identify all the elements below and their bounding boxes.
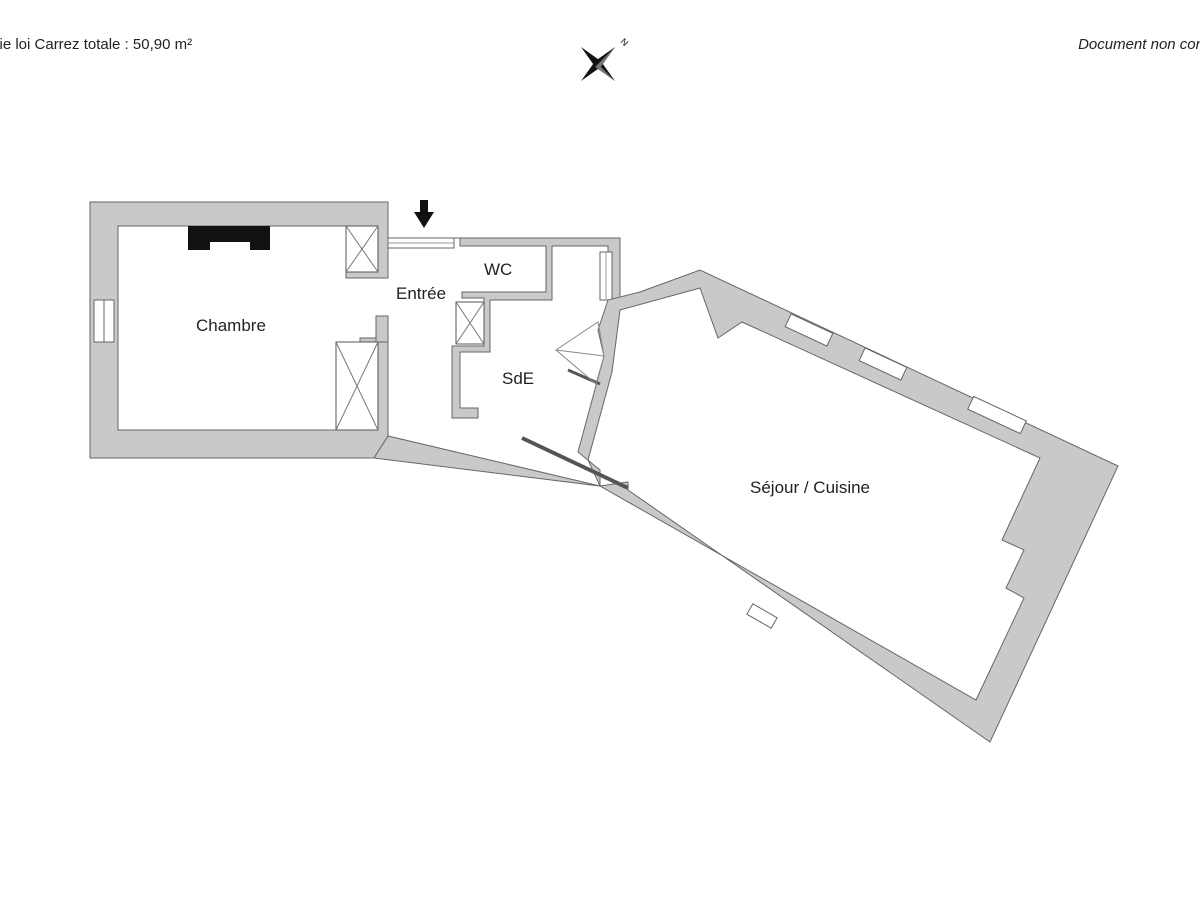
carrez-area-text: cie loi Carrez totale : 50,90 m² (0, 36, 193, 53)
chambre-fixture (188, 226, 270, 250)
sejour-walls (373, 269, 1119, 743)
chambre-window (93, 299, 115, 343)
compass-rose-icon: N (581, 36, 630, 81)
partition-lines (521, 321, 629, 490)
sde-window (599, 251, 613, 301)
room-label-entree: Entrée (396, 284, 446, 303)
disclaimer-text: Document non con (1078, 36, 1200, 53)
room-label-wc: WC (484, 260, 512, 279)
room-label-chambre: Chambre (196, 316, 266, 335)
entrance-arrow-icon (414, 200, 434, 228)
chambre-closet-bottom (335, 341, 379, 431)
sejour-windows (746, 313, 1027, 629)
chambre-closet-top (345, 225, 379, 273)
sde-closet (455, 301, 485, 345)
room-label-sde: SdE (502, 369, 534, 388)
compass-north-label: N (619, 36, 630, 48)
entrance-door (387, 237, 455, 249)
room-label-sejour: Séjour / Cuisine (750, 478, 870, 497)
